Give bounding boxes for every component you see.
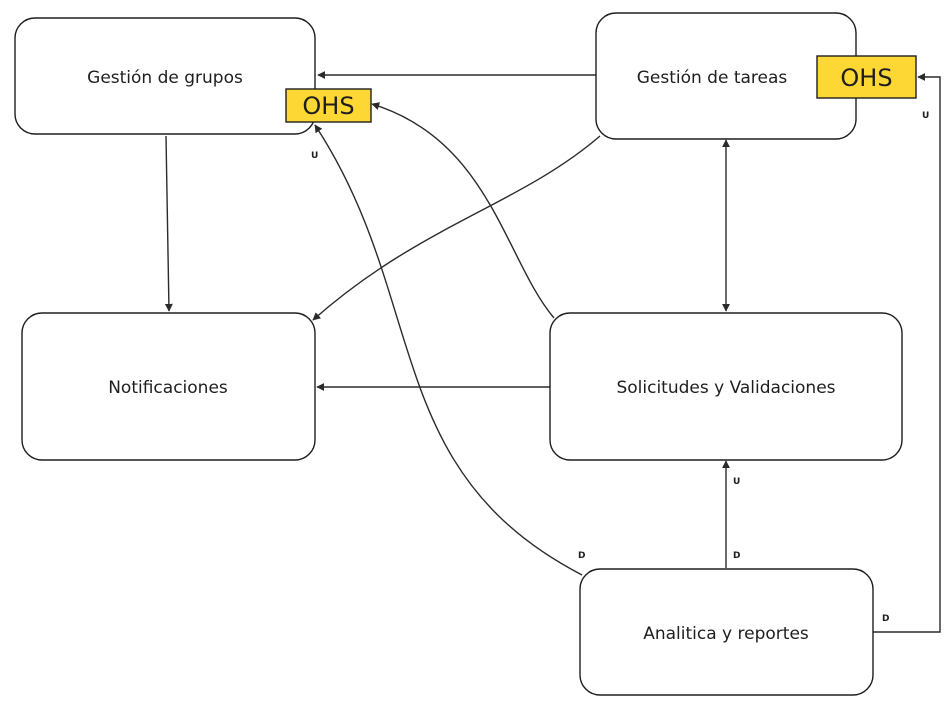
node-notificaciones-label: Notificaciones — [108, 378, 228, 398]
rel-label-solicitudes-upstream: U — [733, 477, 740, 487]
node-gestion-grupos[interactable]: Gestión de grupos — [14, 17, 316, 135]
badge-ohs-grupos-text: OHS — [302, 92, 354, 120]
node-solicitudes-label: Solicitudes y Validaciones — [616, 378, 835, 398]
edge-grupos-to-notificaciones — [164, 135, 173, 312]
rel-label-analitica-tareas-down: D — [882, 614, 889, 624]
badge-ohs-grupos: OHS — [285, 88, 372, 123]
rel-label-grupos-upstream: U — [311, 151, 318, 161]
badge-ohs-tareas: OHS — [816, 55, 917, 99]
badge-ohs-tareas-text: OHS — [840, 64, 892, 92]
node-analitica-reportes[interactable]: Analitica y reportes — [579, 568, 874, 696]
edge-solicitudes-to-grupos-ohs — [371, 102, 555, 319]
edge-analitica-to-grupos-ohs — [314, 124, 583, 576]
edge-tareas-to-notificaciones — [312, 135, 601, 321]
rel-label-tareas-upstream: U — [922, 111, 929, 121]
node-gestion-tareas-label: Gestión de tareas — [637, 68, 788, 88]
edge-analitica-to-tareas-ohs — [873, 73, 941, 633]
node-notificaciones[interactable]: Notificaciones — [21, 312, 316, 461]
rel-label-analitica-solicitudes-down: D — [733, 551, 740, 561]
node-analitica-label: Analitica y reportes — [643, 624, 809, 644]
node-gestion-grupos-label: Gestión de grupos — [87, 68, 243, 88]
node-solicitudes-validaciones[interactable]: Solicitudes y Validaciones — [549, 312, 903, 461]
rel-label-analitica-grupos-down: D — [578, 551, 585, 561]
